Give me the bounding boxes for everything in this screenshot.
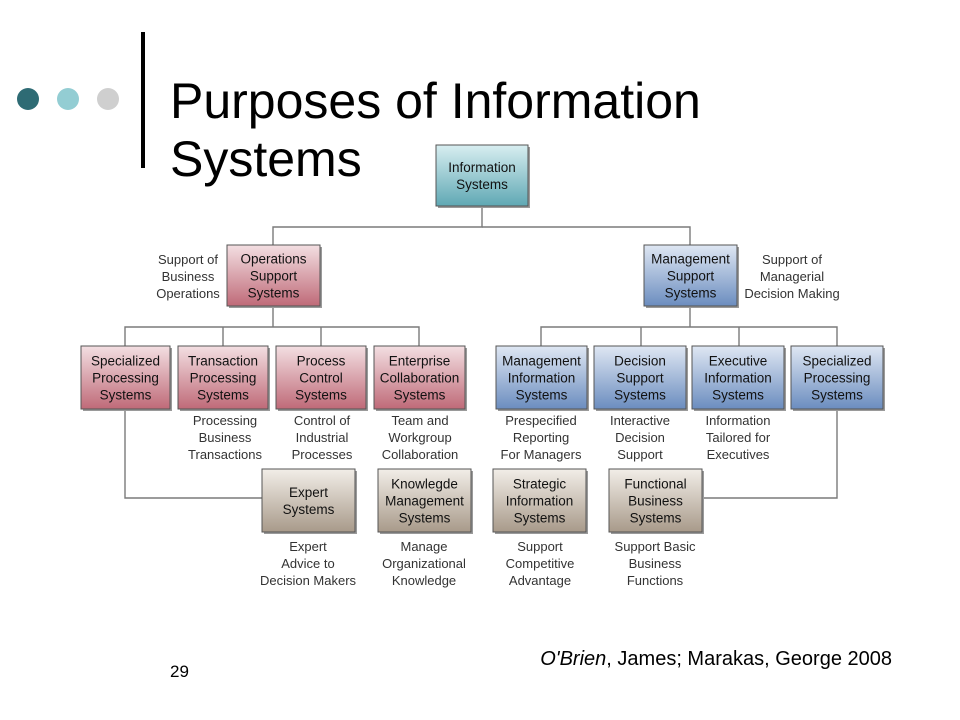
title-divider — [141, 32, 145, 168]
box-frame — [226, 244, 321, 307]
box-frame — [377, 468, 472, 533]
box-frame — [608, 468, 703, 533]
bullet-dot-teal — [57, 88, 79, 110]
box-frame — [435, 144, 529, 207]
box-frame — [790, 345, 884, 410]
bullet-dot-grey — [97, 88, 119, 110]
box-frame — [492, 468, 587, 533]
slide-number: 29 — [170, 662, 189, 681]
box-frame — [373, 345, 466, 410]
bullet-dot-dark — [17, 88, 39, 110]
citation-rest: , James; Marakas, George 2008 — [606, 648, 892, 670]
box-frame — [261, 468, 356, 533]
citation: O'Brien, James; Marakas, George 2008 — [540, 648, 892, 671]
box-frame — [80, 345, 171, 410]
box-frame — [691, 345, 785, 410]
connector-lines — [124, 206, 838, 499]
box-frame — [495, 345, 588, 410]
slide-title: Purposes of Information Systems — [170, 72, 701, 187]
box-frame — [643, 244, 738, 307]
box-frame — [593, 345, 687, 410]
box-frame — [275, 345, 367, 410]
box-frame — [177, 345, 269, 410]
citation-author-italic: O'Brien — [540, 648, 607, 670]
